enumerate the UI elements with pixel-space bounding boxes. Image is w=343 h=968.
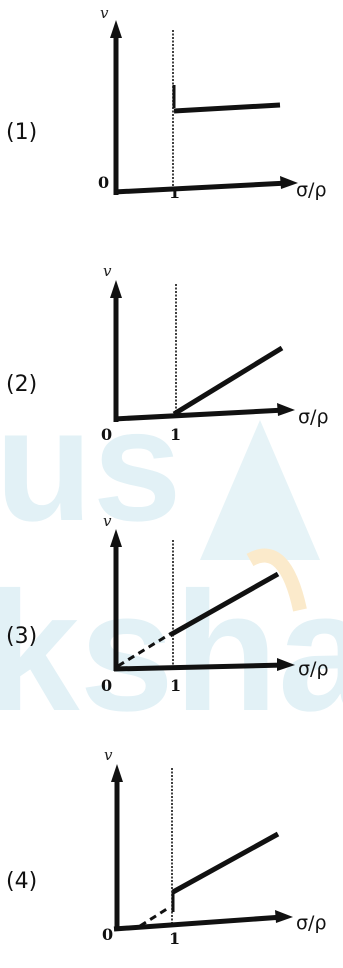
x-axis xyxy=(113,180,289,195)
y-axis-label: v xyxy=(103,512,112,530)
option-1-label: (1) xyxy=(6,120,38,145)
y-axis-arrow xyxy=(111,764,123,782)
origin-label: 0 xyxy=(101,676,112,695)
dashed-segment xyxy=(139,905,171,928)
option-3[interactable]: (3) v σ/ρ 0 1 xyxy=(0,484,343,726)
x-axis-label: σ/ρ xyxy=(298,406,329,428)
graph-4: v σ/ρ 0 1 xyxy=(102,746,327,948)
x-axis-label: σ/ρ xyxy=(296,179,327,201)
svg-text:us: us xyxy=(0,375,182,554)
x-axis-arrow xyxy=(275,910,293,923)
x-axis xyxy=(113,914,284,932)
graph-2: v σ/ρ 0 1 xyxy=(101,262,329,444)
option-2[interactable]: (2) v σ/ρ 0 1 xyxy=(0,242,343,484)
curve-segment xyxy=(171,831,280,895)
tick-label: 1 xyxy=(170,676,181,695)
y-axis-label: v xyxy=(104,746,113,764)
svg-text:ksha: ksha xyxy=(0,557,343,747)
curve-segment xyxy=(172,345,284,417)
tick-label: 1 xyxy=(170,425,181,444)
option-2-label: (2) xyxy=(6,372,38,397)
origin-label: 0 xyxy=(98,173,109,192)
curve-segment xyxy=(173,102,281,114)
y-axis-arrow xyxy=(110,529,122,547)
x-axis-label: σ/ρ xyxy=(298,658,329,680)
y-axis-arrow xyxy=(110,20,122,38)
curve-segment xyxy=(168,571,280,638)
origin-label: 0 xyxy=(102,925,113,944)
tick-label: 1 xyxy=(169,929,180,948)
x-axis xyxy=(113,407,286,422)
option-1[interactable]: (1) v σ/ρ 0 1 xyxy=(0,0,343,242)
tick-label: 1 xyxy=(169,183,180,202)
x-axis-arrow xyxy=(277,658,295,671)
x-axis-label: σ/ρ xyxy=(296,912,327,934)
dashed-segment xyxy=(117,632,171,668)
x-axis-arrow xyxy=(280,176,298,189)
y-axis-label: v xyxy=(100,4,109,22)
origin-label: 0 xyxy=(101,425,112,444)
x-axis xyxy=(113,662,286,672)
y-axis-arrow xyxy=(110,280,122,298)
graph-1: v σ/ρ 0 1 xyxy=(98,4,327,202)
y-axis-label: v xyxy=(103,262,112,280)
x-axis-arrow xyxy=(277,403,295,416)
option-4[interactable]: (4) v σ/ρ 0 1 xyxy=(0,726,343,968)
option-4-label: (4) xyxy=(6,869,38,894)
graph-3: v σ/ρ 0 1 xyxy=(101,512,329,695)
option-3-label: (3) xyxy=(6,624,38,649)
